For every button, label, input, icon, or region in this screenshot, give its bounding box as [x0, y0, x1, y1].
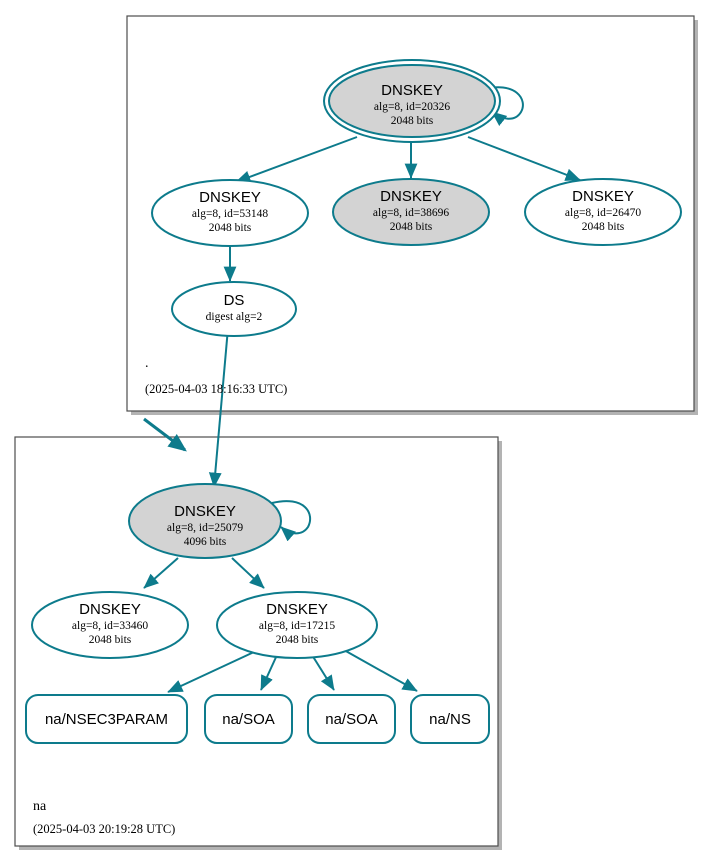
edge-na-ksk-self-loop	[271, 500, 312, 542]
node-ds-root[interactable]: DS digest alg=2	[171, 281, 297, 337]
node-line3: 2048 bits	[391, 115, 434, 127]
node-title: DNSKEY	[572, 188, 634, 205]
node-line3: 2048 bits	[390, 221, 433, 233]
edge-na-ksk-to-zsk-33460	[143, 557, 179, 589]
node-line2: alg=8, id=20326	[374, 101, 450, 113]
node-title: na/NS	[429, 711, 471, 728]
edge-root-ksk-to-zsk-26470	[467, 136, 581, 181]
node-title: DNSKEY	[174, 503, 236, 520]
node-line3: 2048 bits	[582, 221, 625, 233]
node-title: na/NSEC3PARAM	[45, 711, 168, 728]
node-title: DS	[224, 292, 245, 309]
node-dnskey-38696[interactable]: DNSKEY alg=8, id=38696 2048 bits	[332, 178, 490, 246]
node-line2: alg=8, id=26470	[565, 207, 641, 219]
edge-na-zsk-17215-to-ns	[343, 649, 418, 692]
node-line2: alg=8, id=17215	[259, 620, 335, 632]
node-rrset-na-soa-1[interactable]: na/SOA	[204, 694, 293, 744]
edge-zone-delegation-root-to-na	[143, 417, 187, 452]
node-dnskey-17215[interactable]: DNSKEY alg=8, id=17215 2048 bits	[216, 591, 378, 659]
node-line2: alg=8, id=38696	[373, 207, 449, 219]
node-title: DNSKEY	[199, 189, 261, 206]
node-title: na/SOA	[222, 711, 275, 728]
edge-na-zsk-17215-to-soa-2	[311, 654, 335, 691]
node-rrset-na-soa-2[interactable]: na/SOA	[307, 694, 396, 744]
node-title: DNSKEY	[79, 601, 141, 618]
zone-label-na: na	[33, 799, 47, 814]
node-title: DNSKEY	[380, 188, 442, 205]
node-line2: alg=8, id=25079	[167, 522, 243, 534]
node-dnskey-20326[interactable]: DNSKEY alg=8, id=20326 2048 bits	[323, 59, 501, 143]
node-title: DNSKEY	[381, 82, 443, 99]
node-dnskey-53148[interactable]: DNSKEY alg=8, id=53148 2048 bits	[151, 179, 309, 247]
node-line2: alg=8, id=33460	[72, 620, 148, 632]
node-dnskey-26470[interactable]: DNSKEY alg=8, id=26470 2048 bits	[524, 178, 682, 246]
node-rrset-na-ns[interactable]: na/NS	[410, 694, 490, 744]
edge-root-ksk-self-loop	[480, 86, 524, 126]
edge-root-ksk-to-zsk-53148	[235, 136, 358, 183]
node-dnskey-33460[interactable]: DNSKEY alg=8, id=33460 2048 bits	[31, 591, 189, 659]
node-line2: alg=8, id=53148	[192, 208, 268, 220]
node-line3: 2048 bits	[209, 222, 252, 234]
node-title: na/SOA	[325, 711, 378, 728]
node-title: DNSKEY	[266, 601, 328, 618]
node-line3: 2048 bits	[276, 634, 319, 646]
zone-timestamp-na: (2025-04-03 20:19:28 UTC)	[33, 822, 175, 836]
edge-root-ds-to-na-ksk	[208, 327, 229, 488]
node-line3: 4096 bits	[184, 536, 227, 548]
zone-timestamp-root: (2025-04-03 18:16:33 UTC)	[145, 382, 287, 396]
node-dnskey-25079[interactable]: DNSKEY alg=8, id=25079 4096 bits	[128, 483, 282, 559]
node-line2: digest alg=2	[206, 311, 263, 323]
edge-na-zsk-17215-to-nsec3param	[167, 651, 255, 693]
edge-na-zsk-17215-to-soa-1	[260, 654, 278, 691]
node-rrset-na-nsec3param[interactable]: na/NSEC3PARAM	[25, 694, 188, 744]
edge-na-ksk-to-zsk-17215	[231, 557, 265, 589]
node-line3: 2048 bits	[89, 634, 132, 646]
zone-label-root: .	[145, 356, 149, 371]
